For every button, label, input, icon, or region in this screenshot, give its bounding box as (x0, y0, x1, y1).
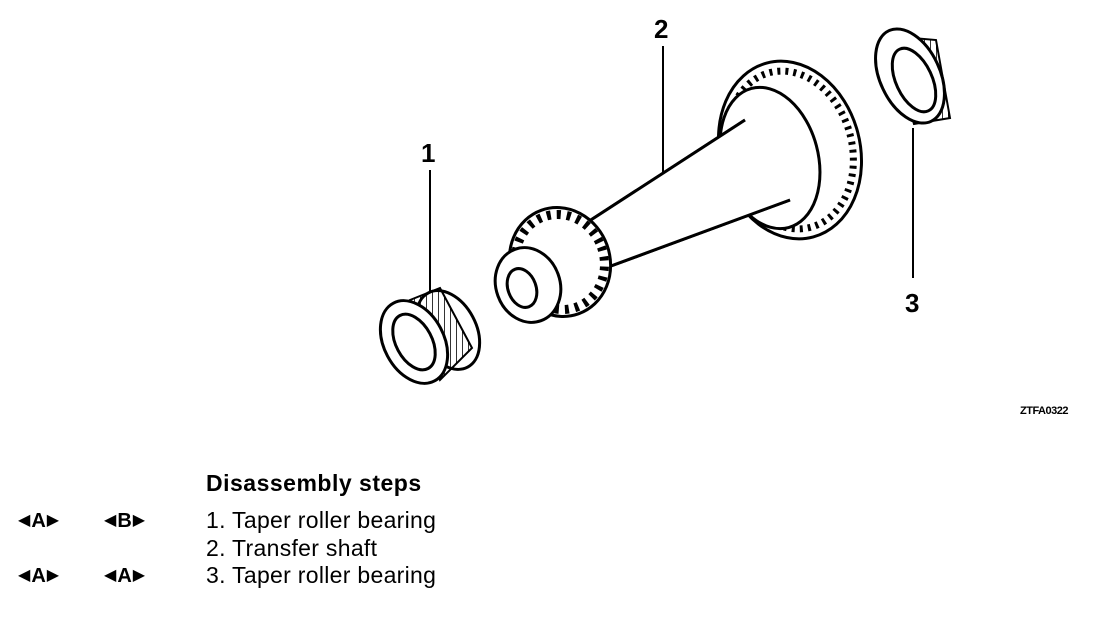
callout-1: 1 (421, 138, 436, 168)
right-arrow-icon: ▶ (46, 567, 60, 584)
figure-code: ZTFA0322 (1020, 405, 1068, 417)
taper-roller-bearing-left (378, 286, 482, 385)
left-arrow-icon: ◀ (104, 512, 117, 529)
procedure-marker-a: ◀A▶ (18, 510, 60, 532)
step-row-2: 2. Transfer shaft (0, 535, 520, 563)
step-row-1: ◀A▶ ◀B▶ 1. Taper roller bearing (0, 507, 520, 535)
procedure-marker-b: ◀B▶ (104, 510, 146, 532)
step-2-text: 2. Transfer shaft (206, 535, 378, 561)
procedure-marker-a: ◀A▶ (18, 565, 60, 587)
right-arrow-icon: ▶ (46, 512, 60, 529)
right-arrow-icon: ▶ (132, 567, 146, 584)
left-arrow-icon: ◀ (18, 567, 31, 584)
callout-2: 2 (654, 14, 669, 44)
step-row-3: ◀A▶ ◀A▶ 3. Taper roller bearing (0, 562, 520, 590)
left-arrow-icon: ◀ (18, 512, 31, 529)
procedure-marker-a-second: ◀A▶ (104, 565, 146, 587)
taper-roller-bearing-right (874, 27, 952, 126)
step-1-text: 1. Taper roller bearing (206, 507, 437, 533)
right-arrow-icon: ▶ (132, 512, 146, 529)
step-3-text: 3. Taper roller bearing (206, 562, 437, 588)
disassembly-steps-heading: Disassembly steps (206, 470, 422, 496)
left-arrow-icon: ◀ (104, 567, 117, 584)
transfer-shaft (493, 59, 864, 324)
callout-3: 3 (905, 288, 920, 318)
